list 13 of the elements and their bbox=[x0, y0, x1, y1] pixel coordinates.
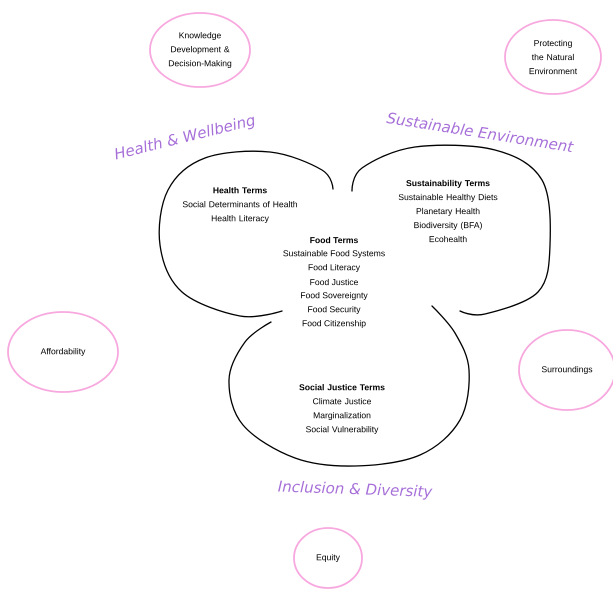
term-text: Food Justice bbox=[310, 278, 358, 286]
term-text: Food Citizenship bbox=[302, 320, 366, 328]
circle-bubble: Surroundings bbox=[518, 329, 613, 411]
circle-bubble: Affordability bbox=[7, 311, 119, 393]
term-text: Food Sovereignty bbox=[301, 292, 368, 300]
term-text: Food Terms bbox=[310, 236, 358, 244]
circle-bubble: Protecting the Natural Environment bbox=[504, 19, 602, 95]
handwritten-heading: Inclusion & Diversity bbox=[278, 480, 432, 500]
term-text: Food Security bbox=[308, 306, 360, 314]
circle-bubble: Knowledge Development & Decision-Making bbox=[149, 12, 251, 88]
term-text: Sustainable Food Systems bbox=[283, 250, 385, 258]
circle-bubble: Equity bbox=[293, 527, 363, 589]
term-text: Food Literacy bbox=[308, 264, 360, 272]
